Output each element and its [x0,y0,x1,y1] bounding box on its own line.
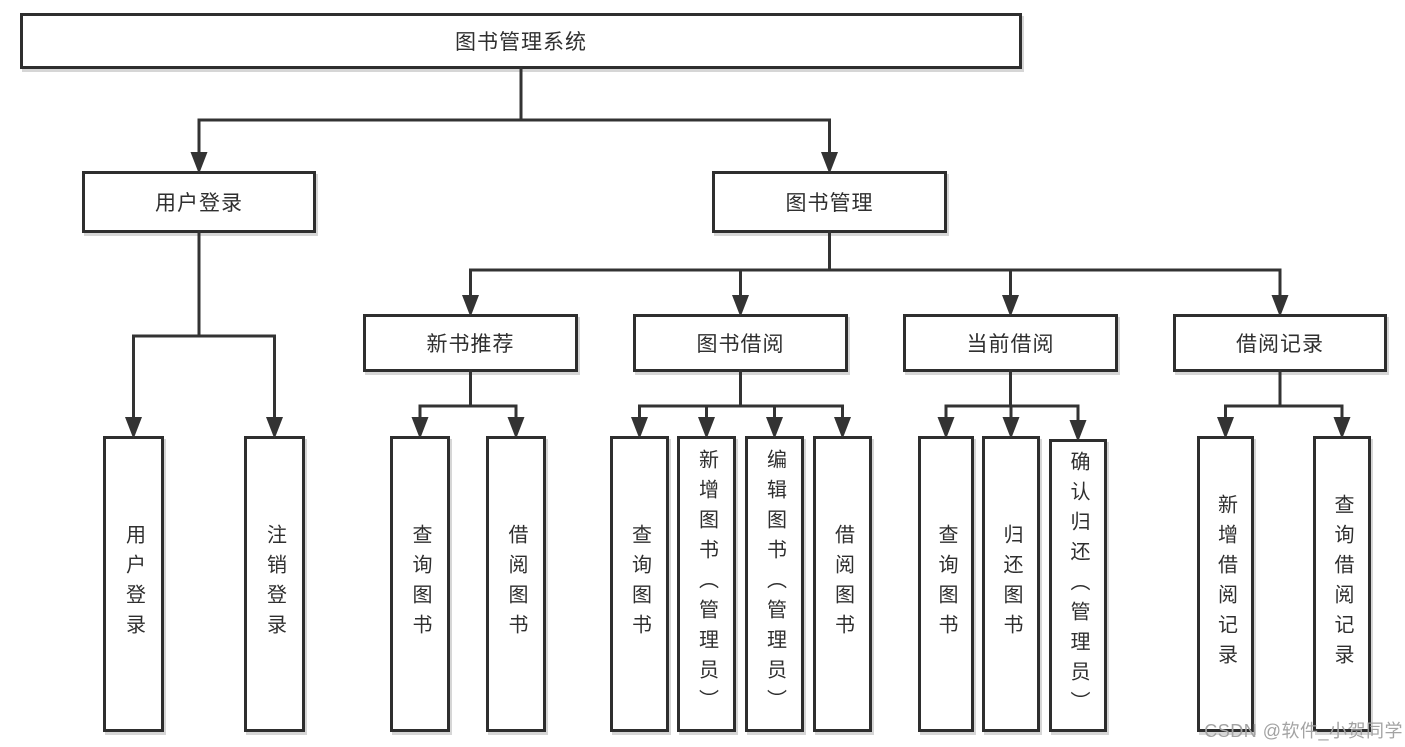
node-br-add: 新增借阅记录 [1197,436,1254,732]
node-book-mgmt: 图书管理 [712,171,947,233]
node-login-leaf: 用户登录 [103,436,164,732]
node-cb-confirm: 确认归还（管理员） [1049,439,1107,732]
node-label: 当前借阅 [966,333,1055,356]
node-label: 新书推荐 [426,333,515,356]
node-borrow-records: 借阅记录 [1173,314,1387,372]
node-root: 图书管理系统 [20,13,1022,69]
node-label: 图书管理系统 [455,31,587,54]
node-book-borrow: 图书借阅 [633,314,848,372]
node-label: 归还图书 [1000,524,1022,644]
node-logout-leaf: 注销登录 [244,436,305,732]
node-label: 新增图书（管理员） [695,449,718,719]
node-bb-query: 查询图书 [610,436,669,732]
node-label: 查询图书 [409,524,431,644]
node-rec-borrow: 借阅图书 [486,436,546,732]
node-label: 用户登录 [155,192,243,215]
node-br-query: 查询借阅记录 [1313,436,1371,732]
node-label: 用户登录 [122,524,145,644]
watermark: CSDN @软件_小贺同学 [1204,721,1403,741]
node-cb-return: 归还图书 [982,436,1040,732]
node-label: 借阅记录 [1236,333,1324,356]
node-bb-edit: 编辑图书（管理员） [745,436,804,732]
node-label: 图书管理 [785,192,874,215]
node-current-borrow: 当前借阅 [903,314,1118,372]
node-label: 图书借阅 [696,333,785,356]
node-label: 借阅图书 [831,524,854,644]
node-label: 确认归还（管理员） [1067,450,1089,721]
node-user-login: 用户登录 [82,171,316,233]
node-label: 新增借阅记录 [1214,494,1237,674]
node-bb-borrow: 借阅图书 [813,436,872,732]
node-label: 借阅图书 [505,524,527,644]
node-label: 注销登录 [263,524,286,644]
node-label: 编辑图书（管理员） [763,449,786,719]
node-cb-query: 查询图书 [918,436,974,732]
node-label: 查询借阅记录 [1331,494,1353,674]
node-label: 查询图书 [628,524,651,644]
node-new-book-rec: 新书推荐 [363,314,578,372]
node-label: 查询图书 [935,524,957,644]
node-bb-add: 新增图书（管理员） [677,436,736,732]
node-rec-query: 查询图书 [390,436,450,732]
